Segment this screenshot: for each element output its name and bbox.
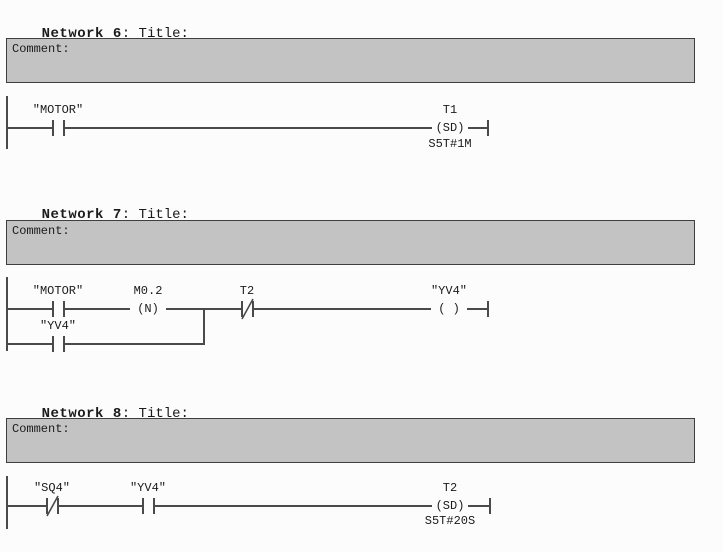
rung-wire	[6, 505, 491, 507]
timer-name-label[interactable]: T2	[442, 481, 458, 495]
negative-edge-coil[interactable]: (N)	[130, 301, 166, 317]
no-contact[interactable]	[142, 498, 155, 514]
contact-bar	[57, 498, 59, 514]
operand-label[interactable]: "SQ4"	[33, 481, 70, 495]
operand-label[interactable]: M0.2	[133, 284, 163, 298]
operand-label[interactable]: T2	[239, 284, 255, 298]
operand-label[interactable]: "MOTOR"	[32, 284, 84, 298]
rung-terminator	[487, 120, 489, 136]
comment-label: Comment:	[12, 42, 70, 56]
power-rail	[6, 277, 8, 351]
no-contact[interactable]	[52, 301, 65, 317]
rung-terminator	[489, 498, 491, 514]
comment-label: Comment:	[12, 422, 70, 436]
comment-box[interactable]: Comment:	[6, 38, 695, 83]
contact-bar	[63, 336, 65, 352]
contact-bar	[241, 301, 243, 317]
nc-contact[interactable]	[46, 495, 59, 517]
operand-label[interactable]: "YV4"	[430, 284, 467, 298]
network-header: Network 7: Title:	[8, 191, 189, 239]
branch-junction-wire	[203, 308, 205, 345]
comment-label: Comment:	[12, 224, 70, 238]
timer-name-label[interactable]: T1	[442, 103, 458, 117]
rung-terminator	[487, 301, 489, 317]
timer-param-label[interactable]: S5T#1M	[428, 137, 472, 151]
rung-wire	[6, 127, 489, 129]
contact-bar	[52, 120, 54, 136]
contact-bar	[52, 301, 54, 317]
power-rail	[6, 476, 8, 529]
no-contact[interactable]	[52, 336, 65, 352]
contact-bar	[63, 120, 65, 136]
network-number[interactable]: Network 7	[41, 207, 122, 223]
no-contact[interactable]	[52, 120, 65, 136]
operand-label[interactable]: "MOTOR"	[32, 103, 84, 117]
contact-bar	[252, 301, 254, 317]
operand-label[interactable]: "YV4"	[129, 481, 166, 495]
branch-wire	[6, 343, 205, 345]
nc-slash-icon	[46, 495, 59, 517]
network-title[interactable]: : Title:	[121, 207, 189, 223]
contact-bar	[142, 498, 144, 514]
operand-label[interactable]: "YV4"	[39, 319, 76, 333]
contact-bar	[153, 498, 155, 514]
contact-bar	[46, 498, 48, 514]
timer-param-label[interactable]: S5T#20S	[424, 514, 476, 528]
nc-contact[interactable]	[241, 298, 254, 320]
sd-timer-coil[interactable]: (SD)	[432, 498, 468, 514]
contact-bar	[63, 301, 65, 317]
contact-bar	[52, 336, 54, 352]
sd-timer-coil[interactable]: (SD)	[432, 120, 468, 136]
nc-slash-icon	[241, 298, 254, 320]
power-rail	[6, 96, 8, 149]
comment-box[interactable]: Comment:	[6, 220, 695, 265]
output-coil[interactable]: ( )	[431, 301, 467, 317]
comment-box[interactable]: Comment:	[6, 418, 695, 463]
